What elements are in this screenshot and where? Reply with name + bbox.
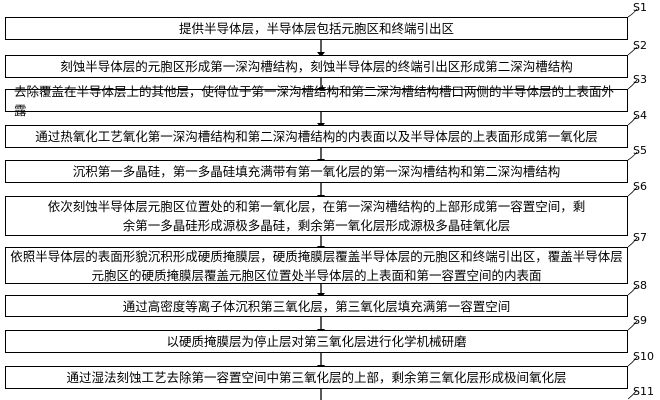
step-text-s1: 提供半导体层，半导体层包括元胞区和终端引出区 [178,21,454,36]
step-text-s8: 通过高密度等离子体沉积第三氧化层，第三氧化层填充满第一容置空间 [122,298,511,314]
step-label-s2: S2 [633,39,647,52]
step-text-s4: 通过热氧化工艺氧化第一深沟槽结构和第二深沟槽结构的内表面以及半导体层的上表面形成… [35,129,598,144]
step-text-s7-line1: 依照半导体层的表面形貌沉积形成硬质掩膜层，硬质掩膜层覆盖半导体层的元胞区和终端引… [10,248,623,264]
step-label-s9: S9 [633,314,647,327]
step-text-s7-line2: 元胞区的硬质掩膜层覆盖元胞区位置处半导体层的上表面和第一容置空间的内表面 [91,267,542,283]
step-label-s1: S1 [633,1,647,14]
step-box-s5: 沉积第一多晶硅，第一多晶硅填充满带有第一氧化层的第一深沟槽结构和第二深沟槽结构 [5,160,628,183]
step-text-s2: 刻蚀半导体层的元胞区形成第一深沟槽结构，刻蚀半导体层的终端引出区形成第二深沟槽结… [60,59,573,74]
step-text-s9: 以硬质掩膜层为停止层对第三氧化层进行化学机械研磨 [166,334,467,349]
step-box-s9: 以硬质掩膜层为停止层对第三氧化层进行化学机械研磨 [5,330,628,353]
step-box-s8: 通过高密度等离子体沉积第三氧化层，第三氧化层填充满第一容置空间 [5,295,628,317]
step-text-s3: 去除覆盖在半导体层上的其他层，使得位于第一深沟槽结构和第二深沟槽结构槽口两侧的半… [14,83,615,118]
step-box-s1: 提供半导体层，半导体层包括元胞区和终端引出区 [5,17,628,40]
step-text-s6-line2: 余第一多晶硅形成源极多晶硅，剩余第一氧化层形成源极多晶硅氧化层 [122,218,511,233]
step-text-s10: 通过湿法刻蚀工艺去除第一容置空间中第三氧化层的上部，剩余第三氧化层形成极间氧化层 [66,370,567,385]
step-label-s8: S8 [633,279,647,292]
step-box-s7: 依照半导体层的表面形貌沉积形成硬质掩膜层，硬质掩膜层覆盖半导体层的元胞区和终端引… [5,247,628,284]
step-box-s4: 通过热氧化工艺氧化第一深沟槽结构和第二深沟槽结构的内表面以及半导体层的上表面形成… [5,125,628,148]
step-text-s5: 沉积第一多晶硅，第一多晶硅填充满带有第一氧化层的第一深沟槽结构和第二深沟槽结构 [72,164,561,179]
step-box-s3: 去除覆盖在半导体层上的其他层，使得位于第一深沟槽结构和第二深沟槽结构槽口两侧的半… [5,84,628,118]
step-label-s11: S11 [633,385,654,398]
step-label-s6: S6 [633,180,647,193]
step-box-s10: 通过湿法刻蚀工艺去除第一容置空间中第三氧化层的上部，剩余第三氧化层形成极间氧化层 [5,366,628,389]
step-label-s7: S7 [633,231,647,244]
step-label-s10: S10 [633,350,654,363]
step-box-s2: 刻蚀半导体层的元胞区形成第一深沟槽结构，刻蚀半导体层的终端引出区形成第二深沟槽结… [5,55,628,78]
step-box-s6: 依次刻蚀半导体层元胞区位置处的和第一氧化层，在第一深沟槽结构的上部形成第一容置空… [5,196,628,236]
step-text-s6-line1: 依次刻蚀半导体层元胞区位置处的和第一氧化层，在第一深沟槽结构的上部形成第一容置空… [47,199,586,214]
step-label-s5: S5 [633,144,647,157]
step-label-s4: S4 [633,109,647,122]
step-label-s3: S3 [633,73,647,86]
